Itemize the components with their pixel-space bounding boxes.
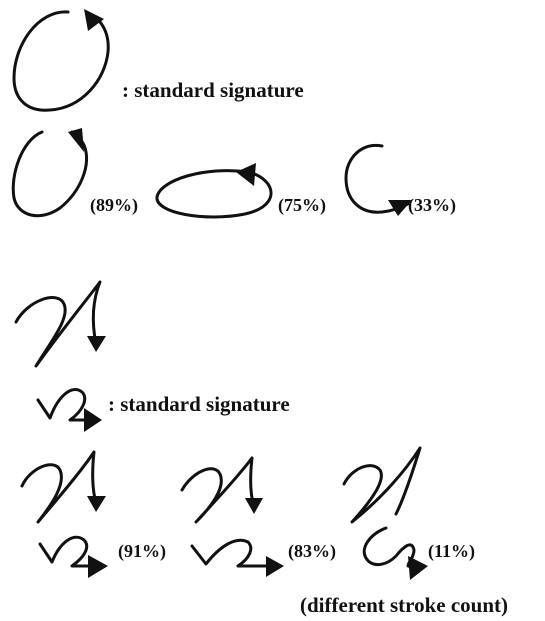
character-variant-83-percent: (83%) [288, 541, 336, 561]
circle-variant-33-percent: (33%) [408, 195, 456, 215]
circle-standard-label: : standard signature [122, 78, 304, 102]
character-variant-91-percent: (91%) [118, 541, 166, 561]
character-standard-signature [14, 280, 106, 432]
circle-variant-75-signature [155, 163, 273, 219]
character-variant-83-signature [180, 456, 284, 577]
character-variant-11-percent: (11%) [428, 541, 475, 561]
character-standard-label: : standard signature [108, 392, 290, 416]
circle-variant-89-percent: (89%) [90, 195, 138, 215]
circle-variant-75-percent: (75%) [278, 195, 326, 215]
circle-standard-signature [12, 9, 110, 112]
character-variant-91-signature [20, 450, 108, 578]
circle-variant-89-signature [11, 128, 88, 218]
circle-variant-33-signature [344, 143, 412, 216]
character-variant-11-signature [342, 446, 428, 580]
different-stroke-count-note: (different stroke count) [300, 593, 509, 617]
